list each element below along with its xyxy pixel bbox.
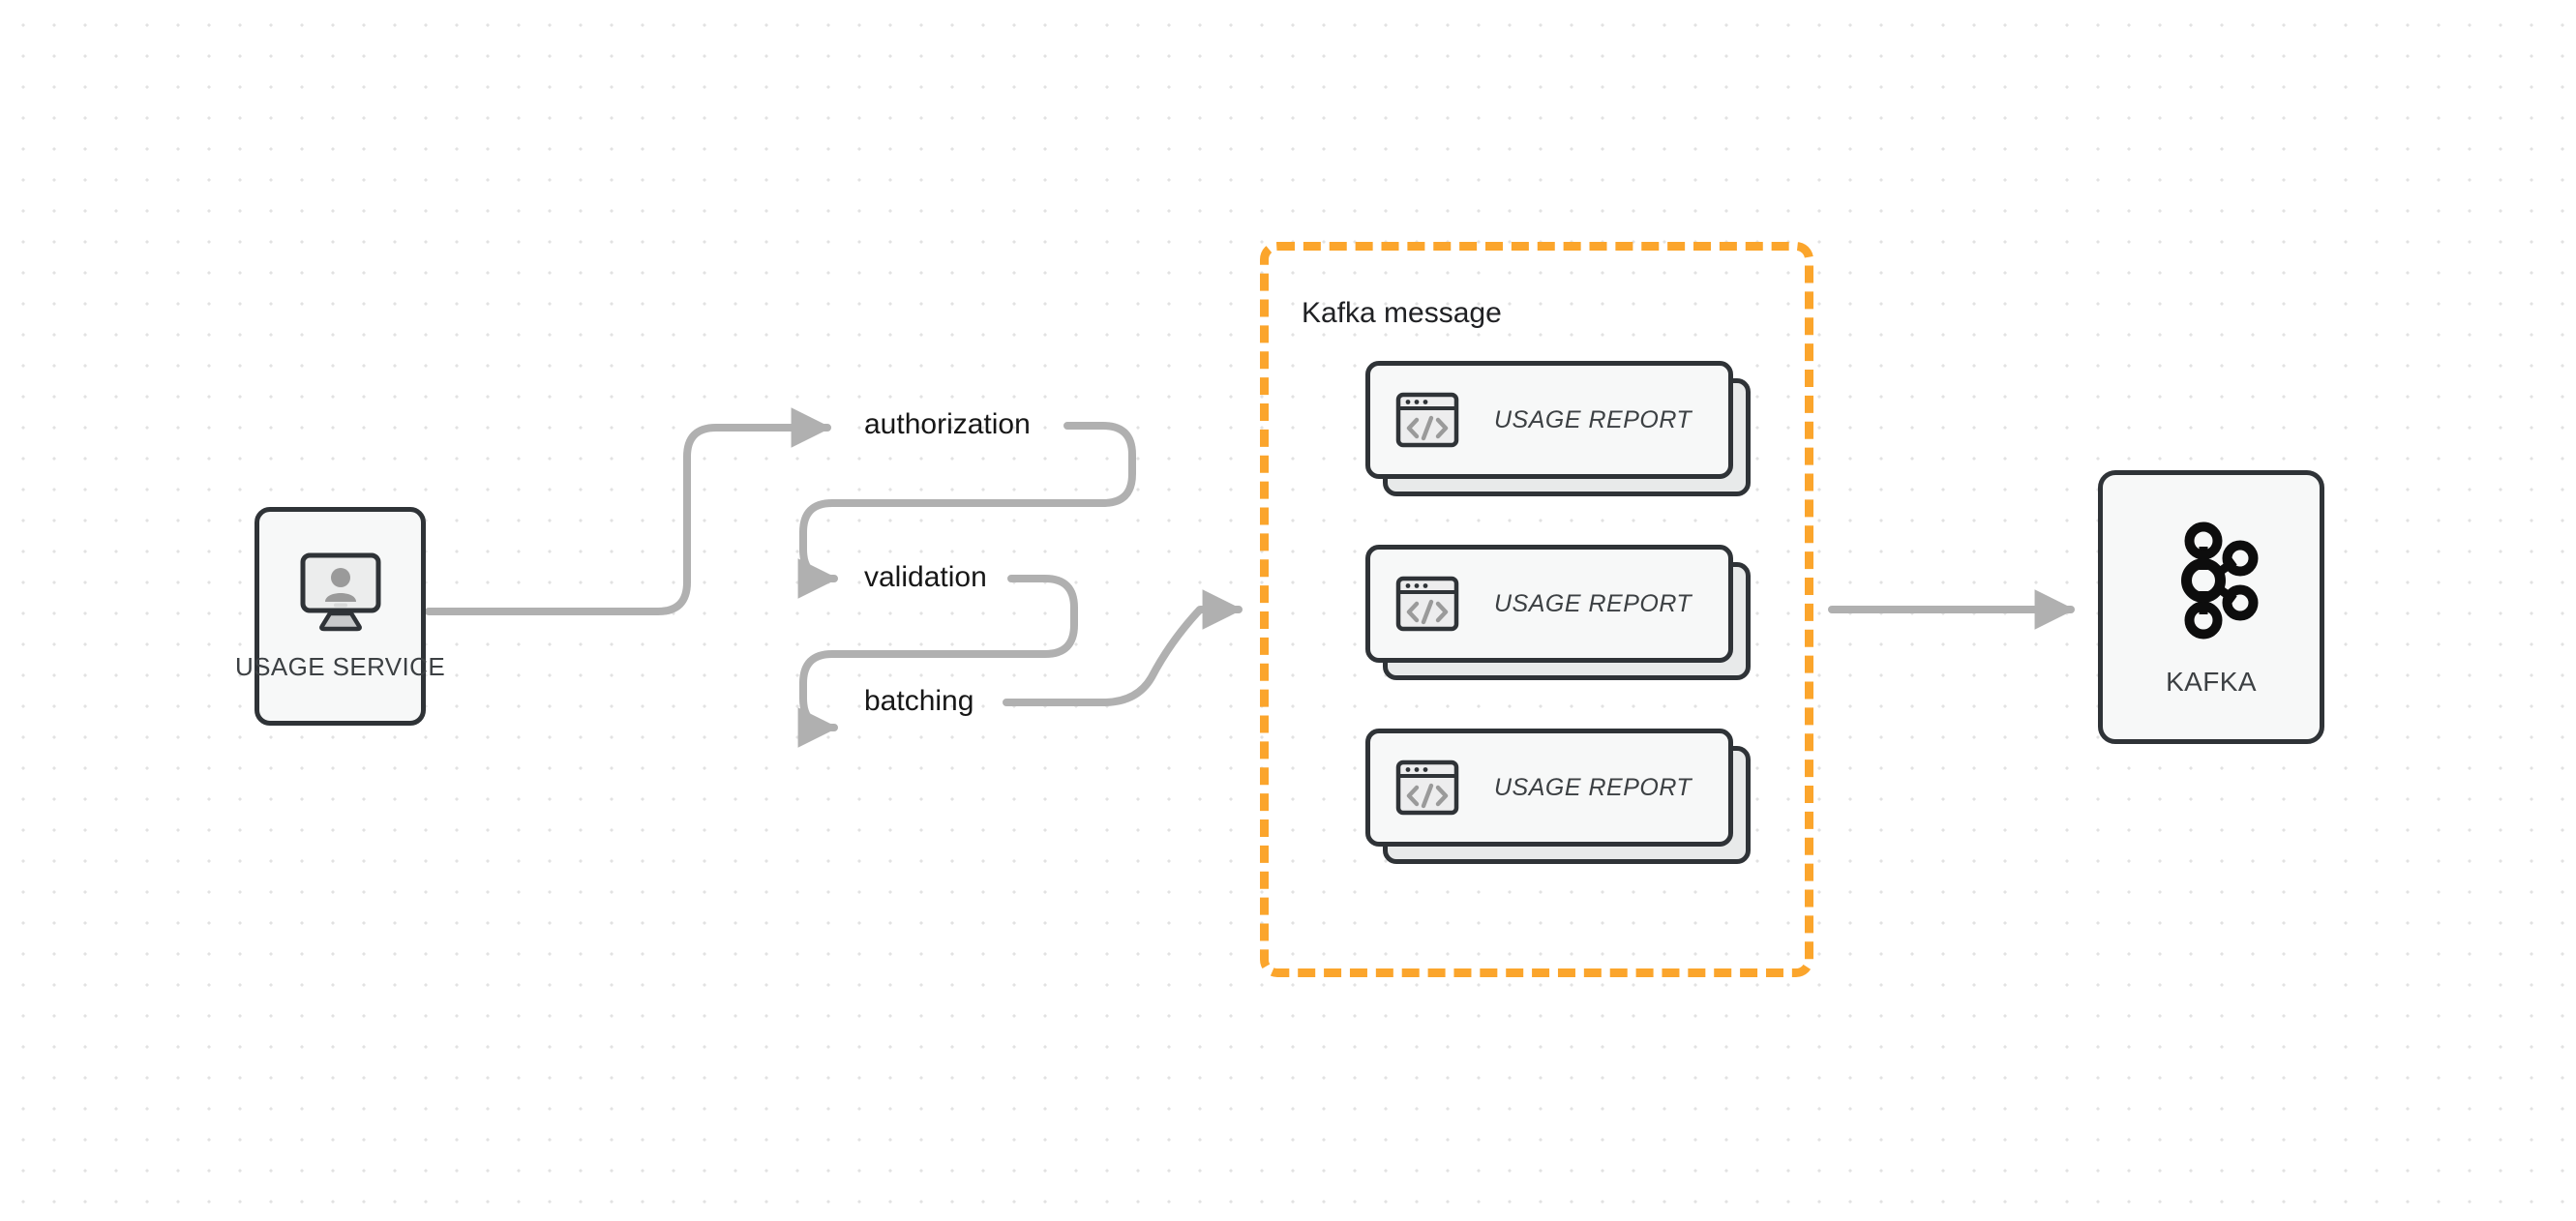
edge-service-to-authorization — [425, 407, 832, 615]
pipeline-step-batching[interactable]: batching — [864, 685, 974, 717]
edge-authorization-to-validation — [797, 422, 1136, 599]
usage-report-label: USAGE REPORT — [1494, 405, 1692, 433]
code-window-icon — [1370, 392, 1459, 448]
usage-report-card[interactable]: USAGE REPORT — [1365, 729, 1751, 864]
node-label-kafka: KAFKA — [2166, 666, 2257, 697]
node-usage-service[interactable]: USAGE SERVICE — [235, 507, 445, 726]
monitor-user-icon — [295, 551, 386, 633]
pipeline-step-validation[interactable]: validation — [864, 561, 987, 593]
group-kafka-message[interactable]: Kafka message USAGE REPORT — [1260, 242, 1813, 977]
usage-report-label: USAGE REPORT — [1494, 589, 1692, 617]
usage-report-card[interactable]: USAGE REPORT — [1365, 361, 1751, 496]
pipeline-step-authorization[interactable]: authorization — [864, 408, 1031, 440]
group-title-kafka-message: Kafka message — [1302, 297, 1502, 329]
usage-report-card[interactable]: USAGE REPORT — [1365, 545, 1751, 680]
code-window-icon — [1370, 759, 1459, 816]
node-kafka[interactable]: KAFKA — [2098, 470, 2324, 744]
node-label-usage-service: USAGE SERVICE — [234, 651, 446, 681]
usage-report-label: USAGE REPORT — [1494, 773, 1692, 801]
kafka-logo-icon — [2161, 518, 2261, 641]
code-window-icon — [1370, 576, 1459, 632]
edge-batching-to-kafka-message — [1003, 589, 1243, 706]
